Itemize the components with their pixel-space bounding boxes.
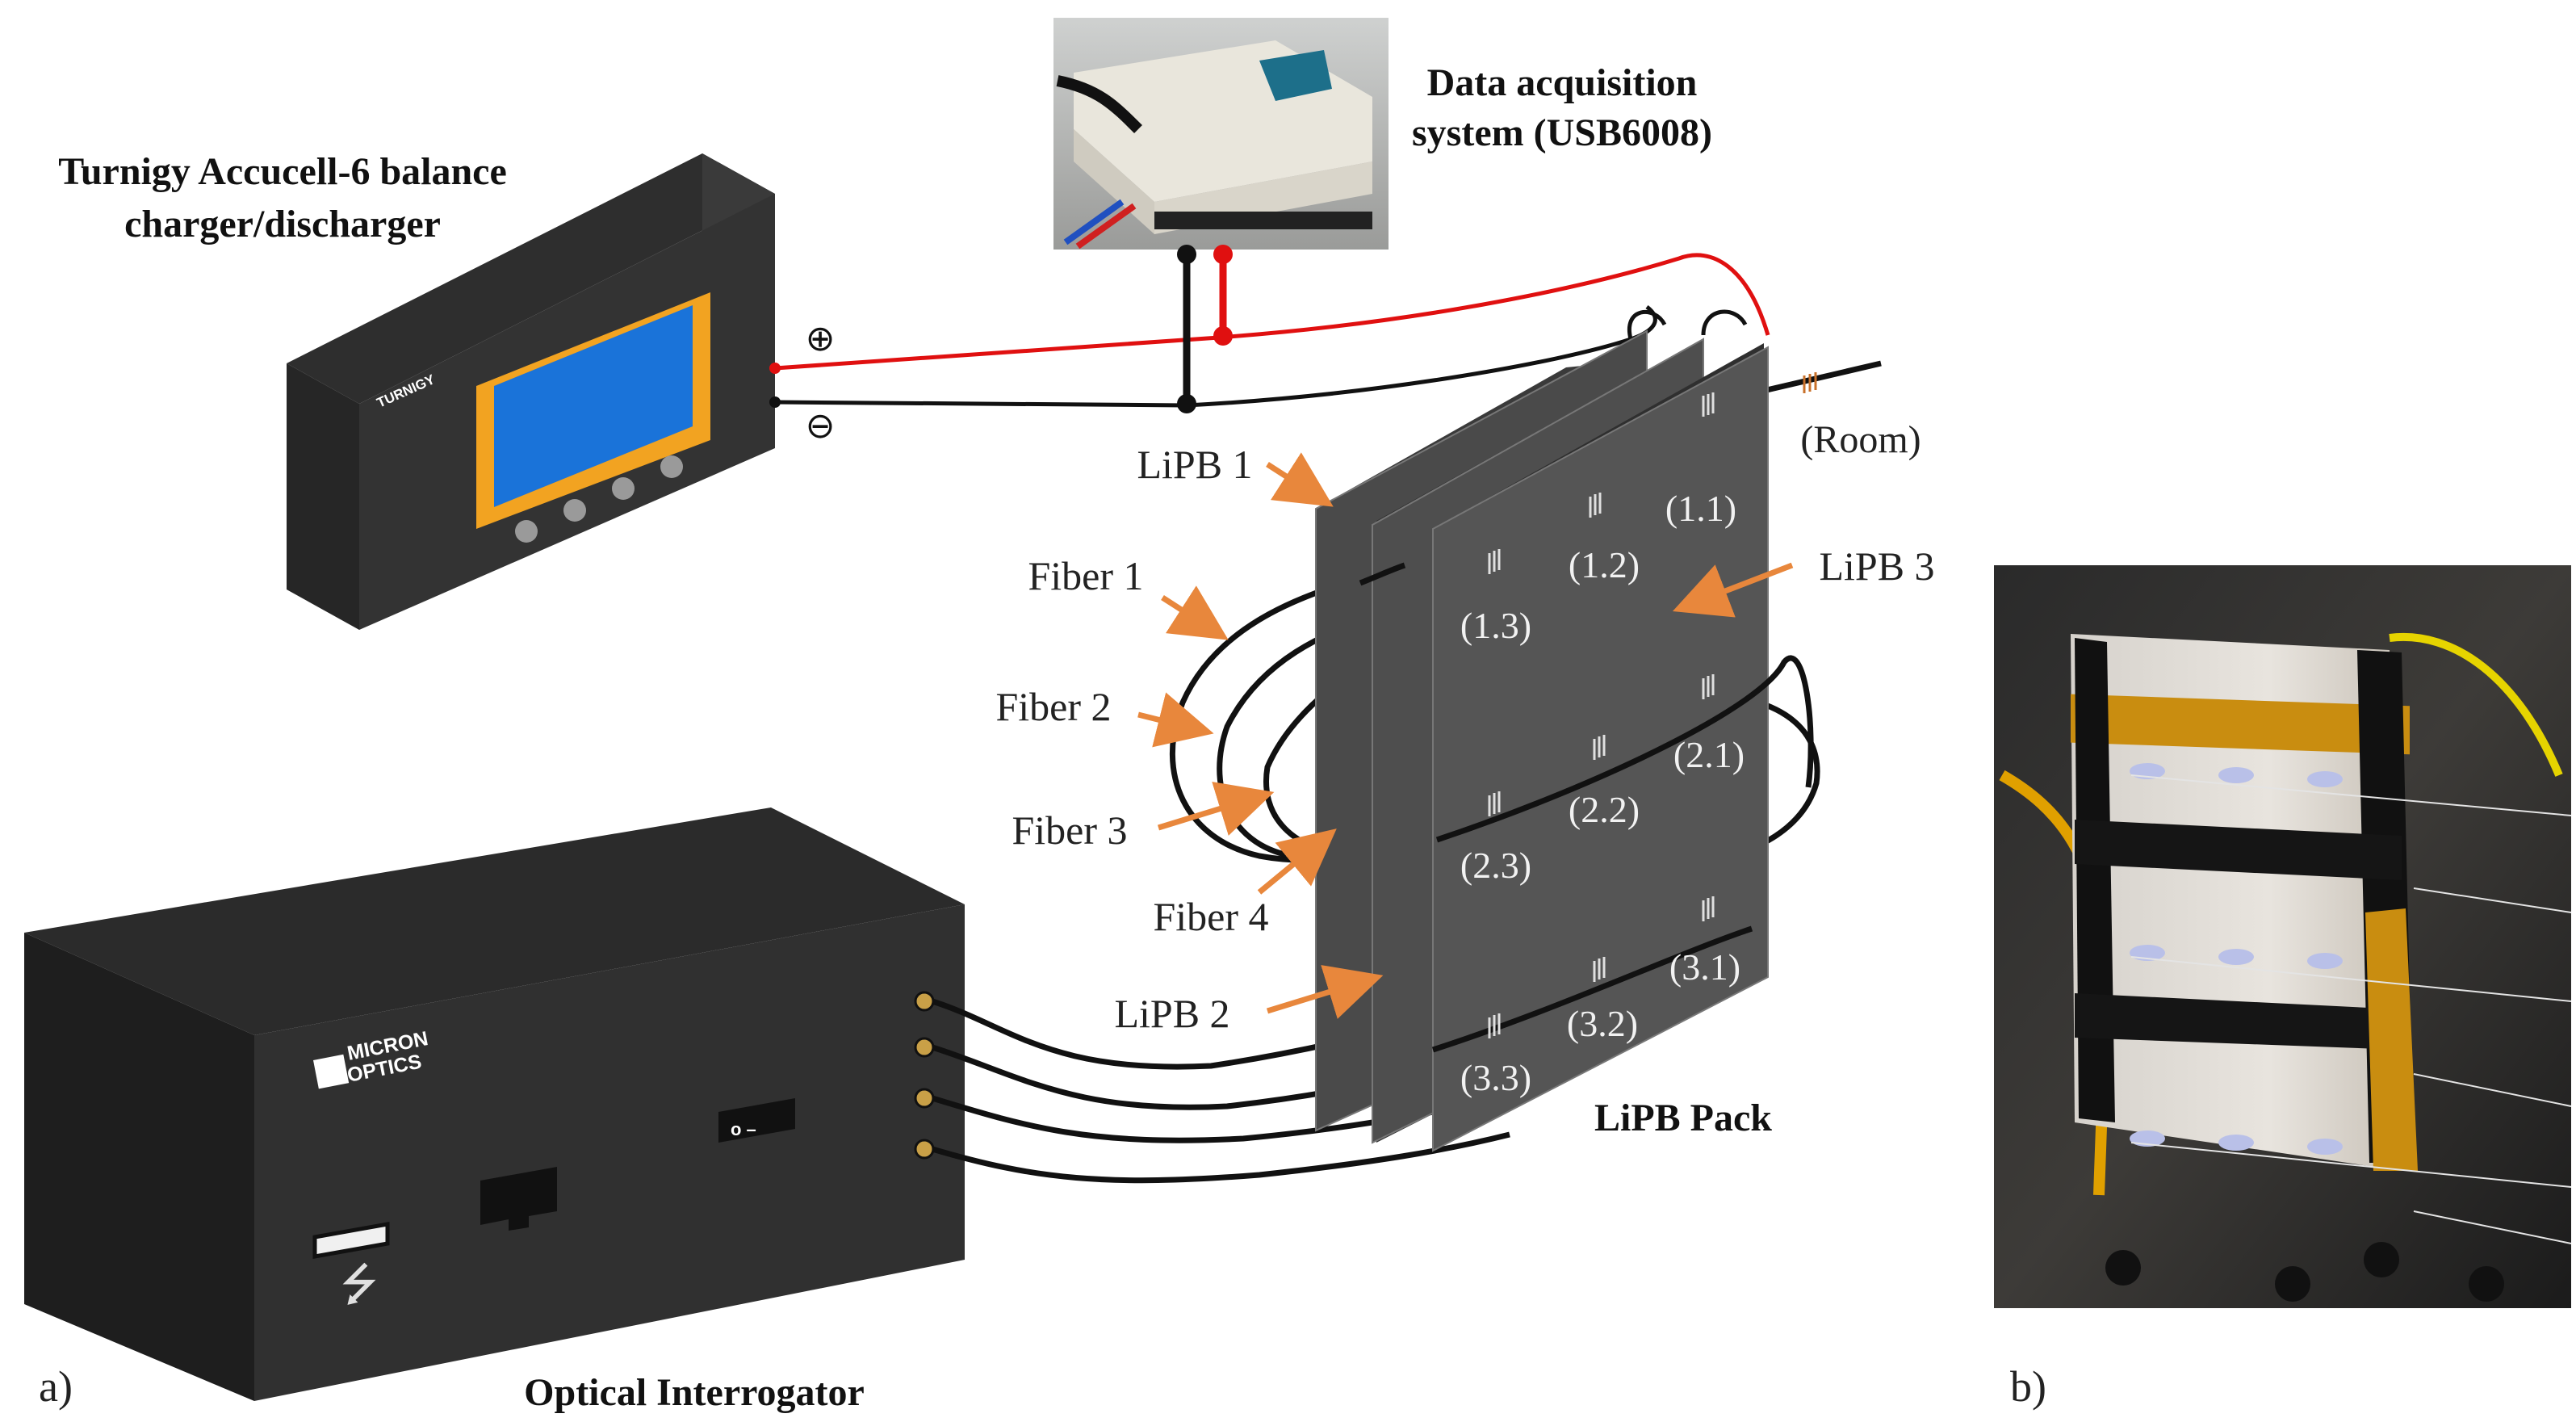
lipb-photo [1994,565,2572,1308]
fiber4-arrow [1257,828,1337,895]
fiber-port [914,991,935,1012]
fiber3-label: Fiber 3 [1012,807,1127,853]
usb-port [312,1222,390,1259]
sensor-label-2-1: (2.1) [1673,734,1745,775]
callouts: (Room) LiPB 1 LiPB 3 LiPB 2 Fiber 1 Fibe… [995,418,1934,1036]
optical-interrogator-device: MICRON OPTICS ⭍ o – Optical Interrogator [24,807,965,1414]
positive-wire [774,253,1770,371]
lipb1-label: LiPB 1 [1137,442,1252,487]
fiber2-label: Fiber 2 [995,684,1111,729]
charger-screen [494,305,693,507]
fiber-port [914,1037,935,1058]
charger-button [563,499,586,522]
sensor-label-2-2: (2.2) [1569,789,1640,830]
charger-button [660,455,683,478]
charger-title-line1: Turnigy Accucell-6 balance [58,150,507,193]
fiber2-arrow [1137,692,1214,748]
fbg-marks [1488,372,1817,1038]
lipb1-arrow [1266,452,1334,507]
negative-wire [774,305,1657,408]
sensor-label-2-3: (2.3) [1460,845,1531,886]
power-switch [718,1098,795,1143]
charger-title-line2: charger/discharger [124,203,441,245]
sensor-labels: (1.1) (1.2) (1.3) (2.1) (2.2) (2.3) (3.1… [1460,488,1745,1098]
fibers-front [1359,562,1814,1053]
negative-terminal-symbol: ⊖ [806,405,836,447]
sensor-label-3-2: (3.2) [1567,1003,1638,1044]
daq-title-line2: system (USB6008) [1412,111,1712,154]
fiber3-arrow [1157,782,1275,836]
pack-title: LiPB Pack [1594,1097,1772,1139]
sensor-label-3-3: (3.3) [1460,1057,1531,1098]
fiber4-label: Fiber 4 [1153,894,1268,939]
charger-device: TURNIGY Turnigy Accucell-6 balance charg… [58,150,835,630]
lipb3-arrow [1672,562,1794,618]
daq-title-line1: Data acquisition [1427,61,1698,104]
power-switch-marks: o – [731,1119,756,1139]
fiber-port [914,1088,935,1109]
micron-optics-logo [313,1054,350,1089]
panel-a-tag: a) [39,1362,73,1411]
interrogator-title: Optical Interrogator [524,1371,865,1414]
ethernet-port [480,1167,557,1231]
power-wiring [769,245,1770,413]
fiber-lead [932,1131,1510,1184]
fiber1-label: Fiber 1 [1028,553,1143,598]
fiber-port [914,1139,935,1160]
lipb2-arrow [1266,965,1384,1019]
sensor-label-3-1: (3.1) [1669,946,1740,988]
sensor-label-1-1: (1.1) [1665,488,1736,529]
room-fiber [1759,360,1882,395]
lipb3-label: LiPB 3 [1819,543,1934,589]
daq-photo: Data acquisition system (USB6008) [1053,18,1712,250]
charger-button [515,520,538,543]
sensor-label-1-2: (1.2) [1569,544,1640,585]
room-label: (Room) [1800,418,1920,461]
panel-b-tag: b) [2010,1362,2046,1411]
positive-terminal-symbol: ⊕ [806,318,836,359]
lipb2-label: LiPB 2 [1114,991,1229,1036]
usb-icon: ⭍ [341,1259,379,1311]
charger-button [612,477,635,500]
fiber1-arrow [1161,585,1229,640]
sensor-label-1-3: (1.3) [1460,605,1531,646]
